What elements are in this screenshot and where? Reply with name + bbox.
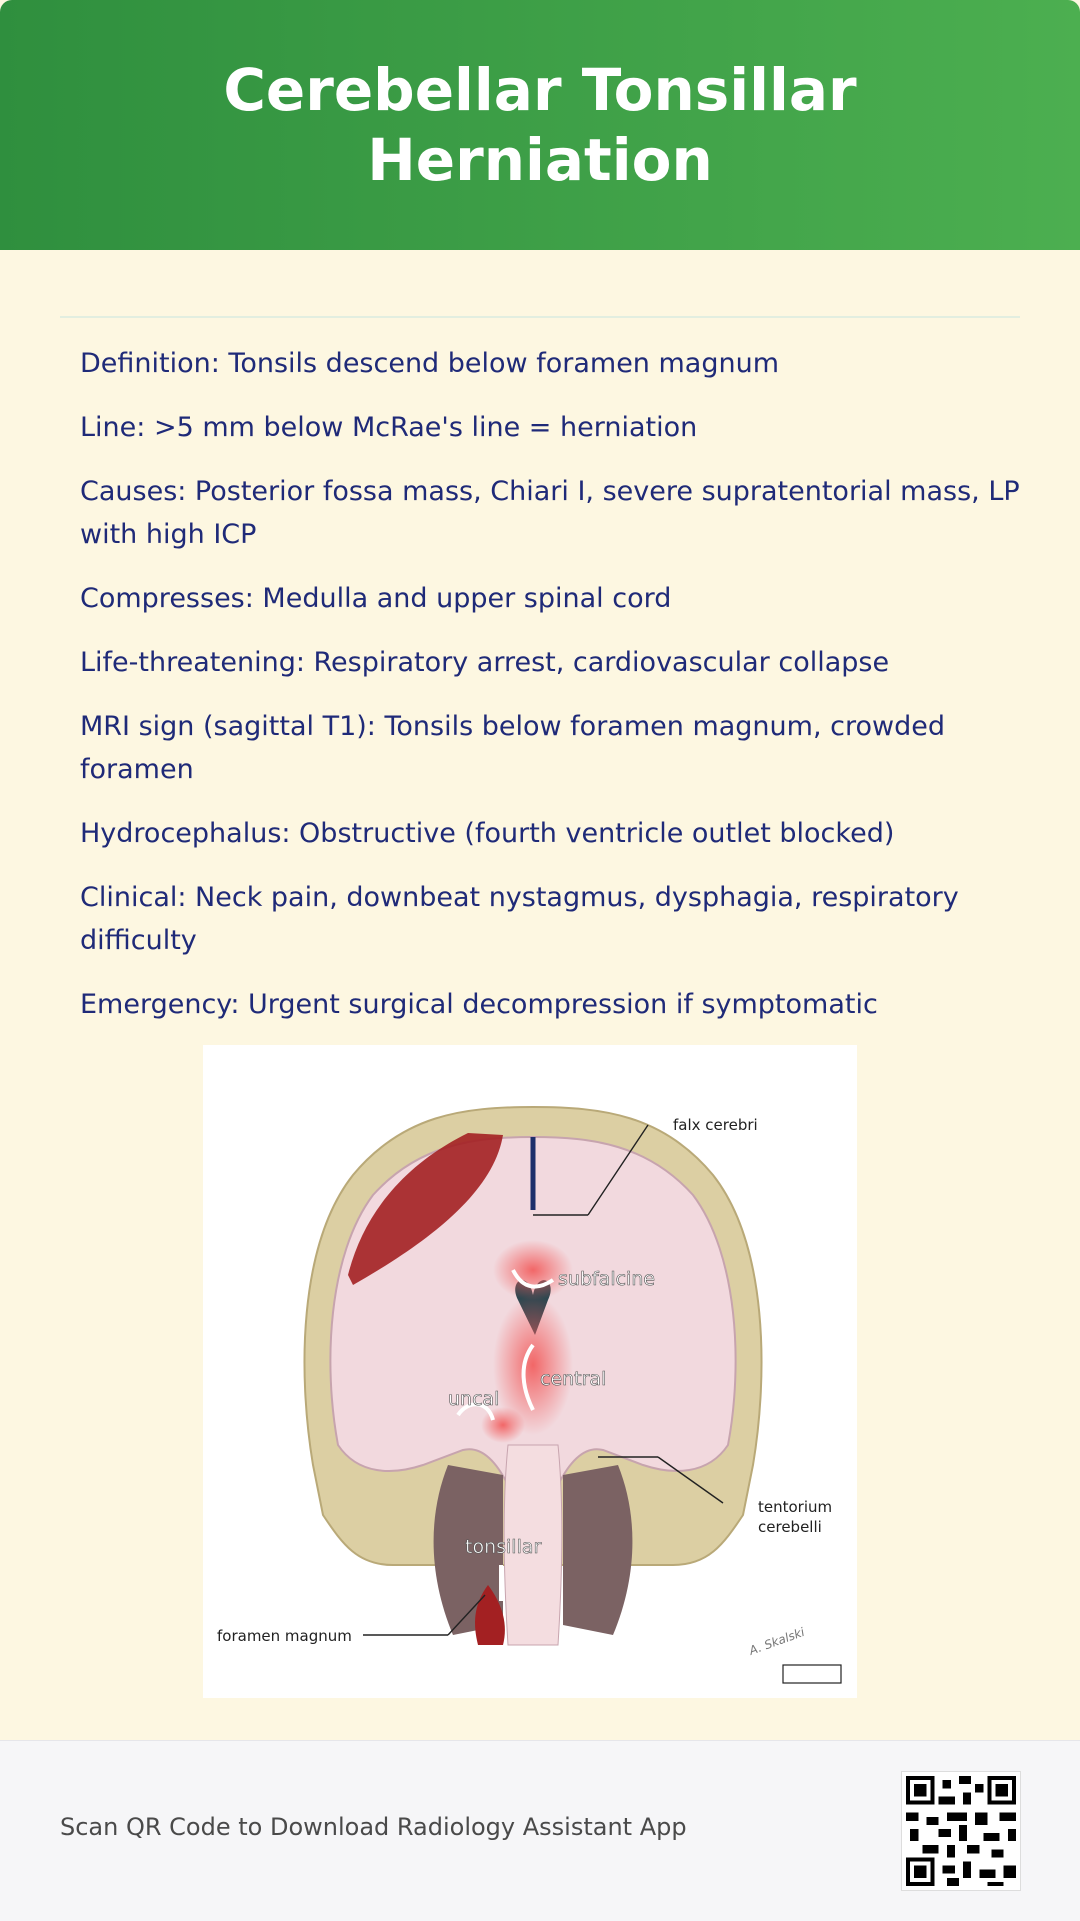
fact-hydrocephalus: Hydrocephalus: Obstructive (fourth ventr… xyxy=(80,818,895,849)
fact-life-threatening: Life-threatening: Respiratory arrest, ca… xyxy=(80,647,890,678)
label-foramen-magnum: foramen magnum xyxy=(217,1627,352,1645)
facts-list: Definition: Tonsils descend below forame… xyxy=(80,342,1020,1047)
herniation-illustration: falx cerebri subfalcine central uncal te… xyxy=(203,1045,857,1698)
label-tentorium-2: cerebelli xyxy=(758,1518,822,1536)
brain-coronal-diagram: falx cerebri subfalcine central uncal te… xyxy=(217,1105,842,1684)
subfalcine-arrow xyxy=(511,1269,555,1289)
license-badge xyxy=(782,1664,842,1684)
qr-code[interactable] xyxy=(901,1771,1021,1891)
fact-emergency: Emergency: Urgent surgical decompression… xyxy=(80,989,878,1020)
label-tonsillar: tonsillar xyxy=(465,1536,541,1558)
label-falx: falx cerebri xyxy=(673,1116,758,1134)
page-title: Cerebellar Tonsillar Herniation xyxy=(223,56,857,194)
uncal-arrow xyxy=(456,1402,495,1421)
signature: A. Skalski xyxy=(746,1625,807,1659)
fact-causes: Causes: Posterior fossa mass, Chiari I, … xyxy=(80,476,1020,550)
brainstem xyxy=(503,1444,563,1646)
footer: Scan QR Code to Download Radiology Assis… xyxy=(0,1740,1080,1921)
fact-clinical: Clinical: Neck pain, downbeat nystagmus,… xyxy=(80,882,959,956)
fact-compresses: Compresses: Medulla and upper spinal cor… xyxy=(80,583,672,614)
fact-definition: Definition: Tonsils descend below forame… xyxy=(80,348,780,379)
divider xyxy=(60,316,1020,318)
label-subfalcine: subfalcine xyxy=(558,1268,655,1290)
label-tentorium-1: tentorium xyxy=(758,1498,832,1516)
fact-mri-sign: MRI sign (sagittal T1): Tonsils below fo… xyxy=(80,711,945,785)
herniated-tonsil xyxy=(475,1585,505,1645)
central-arrow xyxy=(521,1343,535,1411)
label-uncal: uncal xyxy=(448,1388,499,1410)
label-central: central xyxy=(540,1368,606,1390)
footer-text: Scan QR Code to Download Radiology Assis… xyxy=(60,1813,687,1841)
header-banner: Cerebellar Tonsillar Herniation xyxy=(0,0,1080,250)
hematoma xyxy=(348,1133,503,1285)
fact-line: Line: >5 mm below McRae's line = herniat… xyxy=(80,412,698,443)
cerebellum-right xyxy=(563,1465,633,1635)
